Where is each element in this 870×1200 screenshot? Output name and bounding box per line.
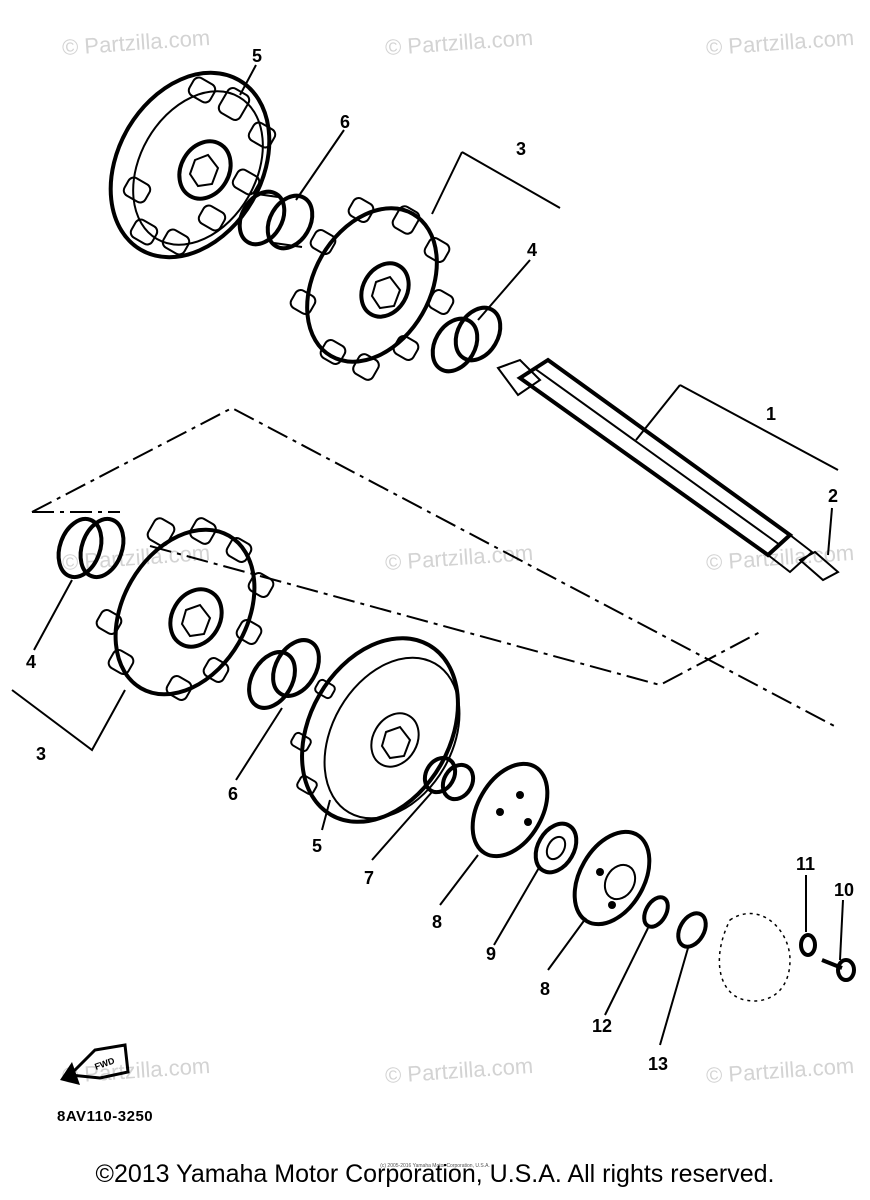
drive-shaft bbox=[496, 357, 840, 582]
spacer bbox=[422, 755, 476, 802]
bearing-plate-inner bbox=[470, 761, 550, 859]
callout-11: 11 bbox=[796, 854, 815, 874]
washer bbox=[642, 895, 670, 929]
bearing-housing bbox=[718, 912, 791, 1002]
copyright-notice: ©2013 Yamaha Motor Corporation, U.S.A. A… bbox=[95, 1160, 775, 1188]
collar-4-lower bbox=[56, 516, 126, 580]
callout-5-upper: 5 bbox=[252, 46, 262, 66]
forward-label: FWD bbox=[93, 1055, 116, 1072]
callout-1: 1 bbox=[766, 404, 776, 424]
forward-arrow-icon: FWD bbox=[60, 1043, 130, 1085]
bearing-plate-outer bbox=[572, 829, 652, 927]
sprocket-lower bbox=[95, 517, 275, 701]
callout-10: 10 bbox=[834, 880, 854, 900]
callout-4-upper: 4 bbox=[527, 240, 537, 260]
leader-lines bbox=[11, 64, 844, 1046]
bearing bbox=[533, 821, 579, 875]
callout-7: 7 bbox=[364, 868, 374, 888]
bolt bbox=[821, 958, 856, 982]
callout-3-upper: 3 bbox=[516, 139, 526, 159]
callout-2: 2 bbox=[828, 486, 838, 506]
sprocket-upper bbox=[289, 197, 455, 381]
callout-4-lower: 4 bbox=[26, 652, 36, 672]
callout-8-outer: 8 bbox=[540, 979, 550, 999]
callout-12: 12 bbox=[592, 1016, 612, 1036]
diagram-code: 8AV110-3250 bbox=[57, 1108, 154, 1125]
nut bbox=[676, 911, 708, 949]
callout-8-inner: 8 bbox=[432, 912, 442, 932]
callout-5-lower: 5 bbox=[312, 836, 322, 856]
callouts: 1 2 3 3 4 4 5 5 6 6 7 8 8 9 10 11 12 13 bbox=[26, 46, 854, 1074]
collar-upper bbox=[237, 189, 315, 251]
callout-9: 9 bbox=[486, 944, 496, 964]
callout-6-lower: 6 bbox=[228, 784, 238, 804]
sprocket-wheel-upper bbox=[108, 70, 277, 260]
collar-lower bbox=[247, 638, 321, 710]
assembly-outline bbox=[31, 406, 839, 729]
callout-3-lower: 3 bbox=[36, 744, 46, 764]
collar-4-upper bbox=[430, 305, 503, 374]
fineprint: (c) 2005-2016 Yamaha Motor Corporation, … bbox=[380, 1163, 490, 1169]
callout-13: 13 bbox=[648, 1054, 668, 1074]
callout-6-upper: 6 bbox=[340, 112, 350, 132]
lock-washer bbox=[799, 933, 817, 957]
exploded-parts-diagram: 1 2 3 3 4 4 5 5 6 6 7 8 8 9 10 11 12 13 … bbox=[11, 46, 856, 1085]
idler-wheel-lower bbox=[290, 636, 461, 824]
